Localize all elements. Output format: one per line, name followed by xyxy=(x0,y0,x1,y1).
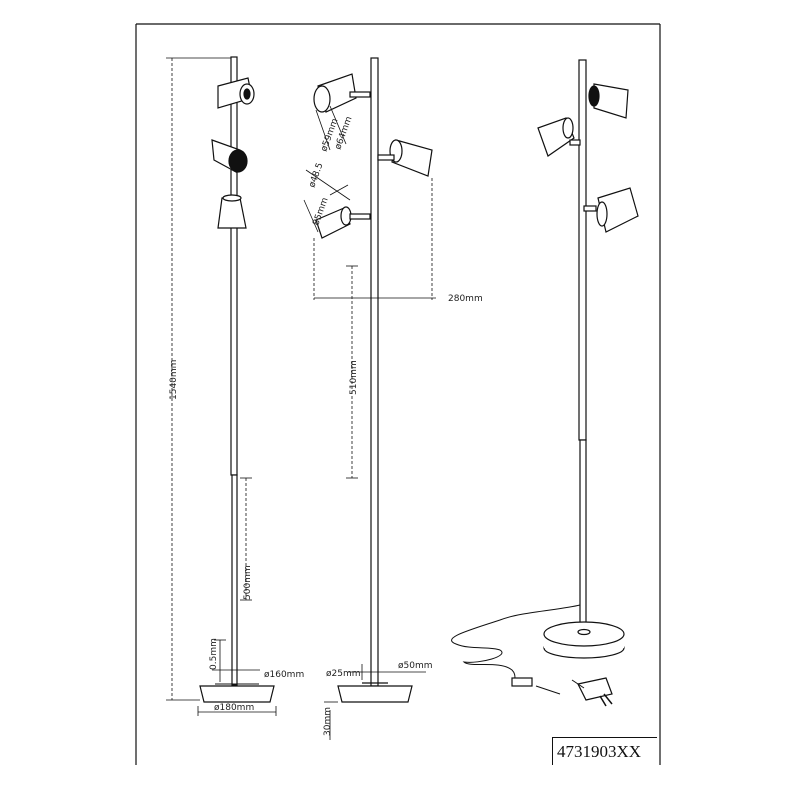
persp-head-middle xyxy=(537,117,581,157)
persp-pole-lower xyxy=(579,439,587,633)
side-head-bottom xyxy=(315,206,371,239)
side-head-top xyxy=(313,73,371,113)
front-pole-upper xyxy=(230,56,238,476)
perspective-view xyxy=(451,59,639,707)
persp-base xyxy=(543,621,625,659)
dim-head-small: ø48.5 xyxy=(307,162,325,189)
persp-plug xyxy=(511,677,613,707)
dim-lower-pole: 500mm xyxy=(243,565,253,600)
side-view xyxy=(313,57,433,703)
dim-arm-reach: 280mm xyxy=(448,294,483,304)
persp-head-top xyxy=(588,83,629,119)
front-view xyxy=(199,56,275,703)
front-head-bottom xyxy=(217,194,247,229)
side-head-middle xyxy=(377,139,433,177)
dim-head-spacing: 510mm xyxy=(349,360,359,395)
dim-inner-base: ø160mm xyxy=(264,670,304,680)
front-head-middle xyxy=(211,139,248,173)
persp-head-bottom xyxy=(583,187,639,233)
persp-power-cord xyxy=(451,604,581,687)
side-pole xyxy=(370,57,379,687)
front-base xyxy=(199,685,275,703)
dim-pole-diameter: ø25mm xyxy=(326,669,361,679)
front-pole-lower xyxy=(231,474,238,686)
persp-pole-upper xyxy=(578,59,587,441)
dim-total-height: 1540mm xyxy=(169,360,179,400)
dim-base-gap: 0.5mm xyxy=(209,638,219,670)
dim-base-height: 30mm xyxy=(323,707,333,736)
dim-collar-diameter: ø50mm xyxy=(398,661,433,671)
model-code-label: 4731903XX xyxy=(552,737,657,765)
side-base xyxy=(337,685,413,703)
dim-base-diameter: ø180mm xyxy=(214,703,254,713)
front-head-top xyxy=(217,77,255,109)
